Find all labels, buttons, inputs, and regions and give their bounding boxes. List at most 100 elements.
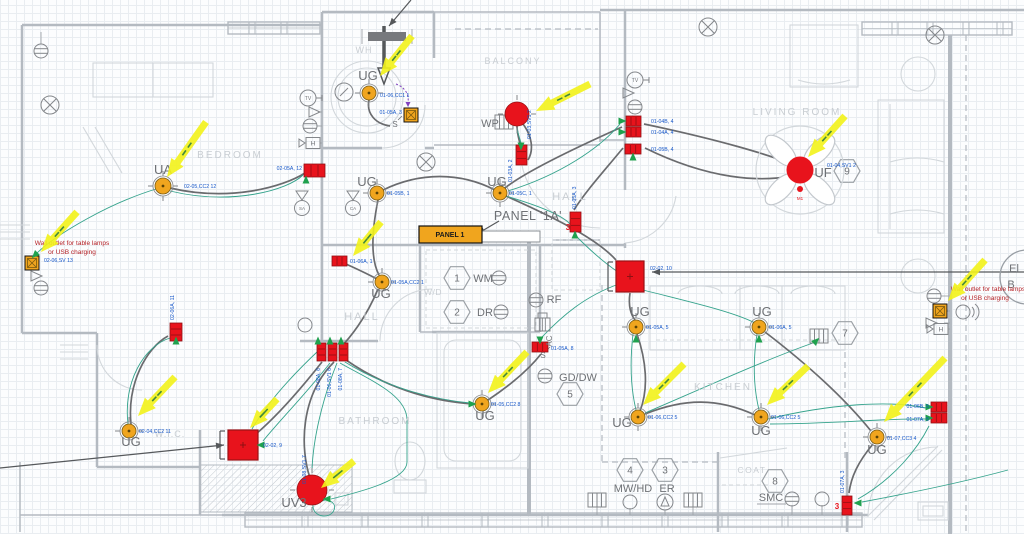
circle xyxy=(537,368,553,384)
control-wire xyxy=(330,362,408,500)
circle xyxy=(926,288,942,304)
device-grill-icon xyxy=(809,328,829,344)
receptacle-outlet xyxy=(316,342,327,362)
fixture-label: DR xyxy=(477,307,493,319)
circle xyxy=(334,82,354,102)
device-pump-icon xyxy=(656,493,674,511)
highlight-marking xyxy=(664,378,670,384)
ceiling-light xyxy=(624,403,652,431)
path xyxy=(974,303,980,321)
furniture-arc xyxy=(379,288,433,342)
fixture-label: UG xyxy=(487,174,507,189)
control-wire xyxy=(642,289,758,325)
wire-arrowhead xyxy=(302,175,310,184)
usb-wall-outlet xyxy=(932,303,948,319)
fan-motor-dot xyxy=(797,186,803,192)
power-wire xyxy=(487,353,542,401)
highlight-arrowhead xyxy=(380,57,398,76)
wire-arrowhead xyxy=(632,334,640,343)
polygon xyxy=(926,324,934,334)
polygon xyxy=(346,190,360,201)
keynote-label: M1 xyxy=(797,196,804,201)
circuit-label: 01-08A, 7 xyxy=(338,368,344,391)
power-wire xyxy=(371,199,380,276)
receptacle-outlet xyxy=(331,255,348,267)
hexagon-number: 7 xyxy=(842,329,848,340)
device-duplex-icon xyxy=(926,288,942,304)
polygon xyxy=(295,190,309,201)
circle xyxy=(698,17,718,37)
appliance-dashed xyxy=(425,249,537,329)
wire-arrowhead xyxy=(629,152,637,161)
rect xyxy=(27,258,37,268)
polygon xyxy=(30,270,44,282)
device-cross-icon xyxy=(925,25,945,45)
power-wire xyxy=(303,361,335,479)
furniture xyxy=(877,99,945,234)
wire-arrowhead xyxy=(322,495,331,503)
circle xyxy=(33,43,49,59)
appliance-dashed xyxy=(551,239,601,291)
power-wire xyxy=(644,401,756,416)
panel-extension xyxy=(481,230,541,243)
window-mullion xyxy=(891,21,899,36)
line xyxy=(43,98,57,112)
window-mullion xyxy=(721,512,729,528)
light-center xyxy=(380,280,384,284)
receptacle-body xyxy=(841,495,853,516)
power-wire xyxy=(129,335,169,425)
circuit-label: 01-07,CC3 4 xyxy=(887,436,917,442)
highlight-marking xyxy=(332,473,339,479)
circuit-label: 01-06,CC2 5 xyxy=(648,415,678,421)
leader-arrowhead xyxy=(652,268,660,276)
control-wire xyxy=(753,333,760,411)
control-wire xyxy=(262,362,331,442)
power-wire xyxy=(764,331,872,432)
line xyxy=(339,87,349,97)
receptacle-outlet xyxy=(338,342,349,362)
circuit-label: 01-05A, 3 xyxy=(572,186,578,209)
power-wire xyxy=(573,147,624,211)
hexagon xyxy=(616,458,644,482)
fixture-label: RF xyxy=(547,294,562,306)
highlight-arrow xyxy=(321,458,357,488)
wire-arrowhead xyxy=(468,400,477,408)
window-mullion xyxy=(926,21,934,36)
highlight-marking xyxy=(263,408,269,414)
highlight-arrow xyxy=(250,396,280,428)
line xyxy=(928,28,942,42)
hexagon xyxy=(651,458,679,482)
appliance-hexagon-tag: 5 xyxy=(556,382,584,406)
highlight-marking xyxy=(821,136,827,142)
highlight-arrowhead xyxy=(321,470,340,488)
control-wire xyxy=(861,469,1009,503)
line xyxy=(701,20,715,34)
hexagon xyxy=(556,382,584,406)
device-sglyph-icon: S xyxy=(392,115,403,129)
highlight-marking xyxy=(556,97,563,102)
furniture-arc xyxy=(624,195,677,244)
furniture xyxy=(917,501,949,521)
wire-arrowhead xyxy=(618,128,627,136)
device-amp-icon xyxy=(925,317,939,329)
light-center xyxy=(757,325,761,329)
wire-arrowhead xyxy=(925,403,934,411)
receptacle-body xyxy=(569,211,582,233)
circuit-label: 01-05B, 4 xyxy=(651,147,674,153)
control-wire xyxy=(541,283,620,338)
device-tv-icon: TV xyxy=(299,89,323,107)
furniture xyxy=(649,285,846,351)
label: TV xyxy=(632,78,639,84)
highlight-arrow xyxy=(948,257,988,301)
fixture-label: UG xyxy=(867,442,887,457)
circle xyxy=(814,491,830,507)
appliance-hexagon-tag: 8 xyxy=(761,469,789,493)
fixture-label: AC xyxy=(545,335,554,346)
device-duplex-icon xyxy=(302,118,318,134)
rect xyxy=(406,110,416,120)
appliance-hexagon-tag: 3 xyxy=(651,458,679,482)
fixture-label: UG xyxy=(751,423,771,438)
ceiling-light xyxy=(368,268,396,296)
fixture-label: UF xyxy=(814,165,831,180)
junction-box-body xyxy=(615,260,645,293)
